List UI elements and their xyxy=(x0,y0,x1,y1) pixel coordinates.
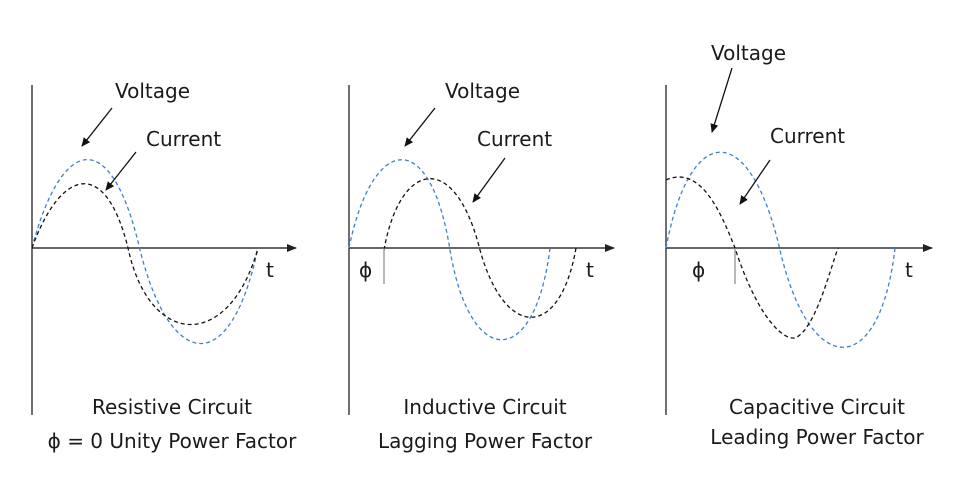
current-wave xyxy=(31,183,259,326)
voltage-label: Voltage xyxy=(711,41,786,65)
current-pointer xyxy=(105,151,137,191)
caption-subtitle: Leading Power Factor xyxy=(710,425,924,449)
time-axis-label: t xyxy=(266,258,274,282)
caption-title: Resistive Circuit xyxy=(92,395,252,419)
caption-title: Capacitive Circuit xyxy=(729,395,905,419)
voltage-pointer xyxy=(710,67,733,133)
time-axis-label: t xyxy=(905,258,913,282)
voltage-wave xyxy=(31,159,259,345)
current-label: Current xyxy=(770,124,845,148)
voltage-label: Voltage xyxy=(445,79,520,103)
current-pointer xyxy=(472,157,506,203)
current-wave xyxy=(383,178,577,318)
panel-resistive: Voltage Current t Resistive Circuit ϕ = … xyxy=(31,79,297,453)
current-label: Current xyxy=(477,127,552,151)
voltage-wave xyxy=(665,151,896,348)
current-label: Current xyxy=(146,127,221,151)
current-wave xyxy=(665,176,839,339)
current-pointer xyxy=(739,159,771,205)
voltage-pointer xyxy=(404,107,436,147)
voltage-label: Voltage xyxy=(115,79,190,103)
caption-subtitle: ϕ = 0 Unity Power Factor xyxy=(48,429,297,453)
caption-subtitle: Lagging Power Factor xyxy=(378,429,593,453)
panel-inductive: Voltage Current ϕ t Inductive Circuit La… xyxy=(348,79,615,453)
time-axis-label: t xyxy=(586,258,594,282)
voltage-pointer xyxy=(81,107,113,147)
phase-label: ϕ xyxy=(359,258,372,282)
caption-title: Inductive Circuit xyxy=(403,395,566,419)
voltage-wave xyxy=(348,159,551,341)
phase-label: ϕ xyxy=(692,258,705,282)
panel-capacitive: Voltage Current ϕ t Capacitive Circuit L… xyxy=(665,41,933,449)
